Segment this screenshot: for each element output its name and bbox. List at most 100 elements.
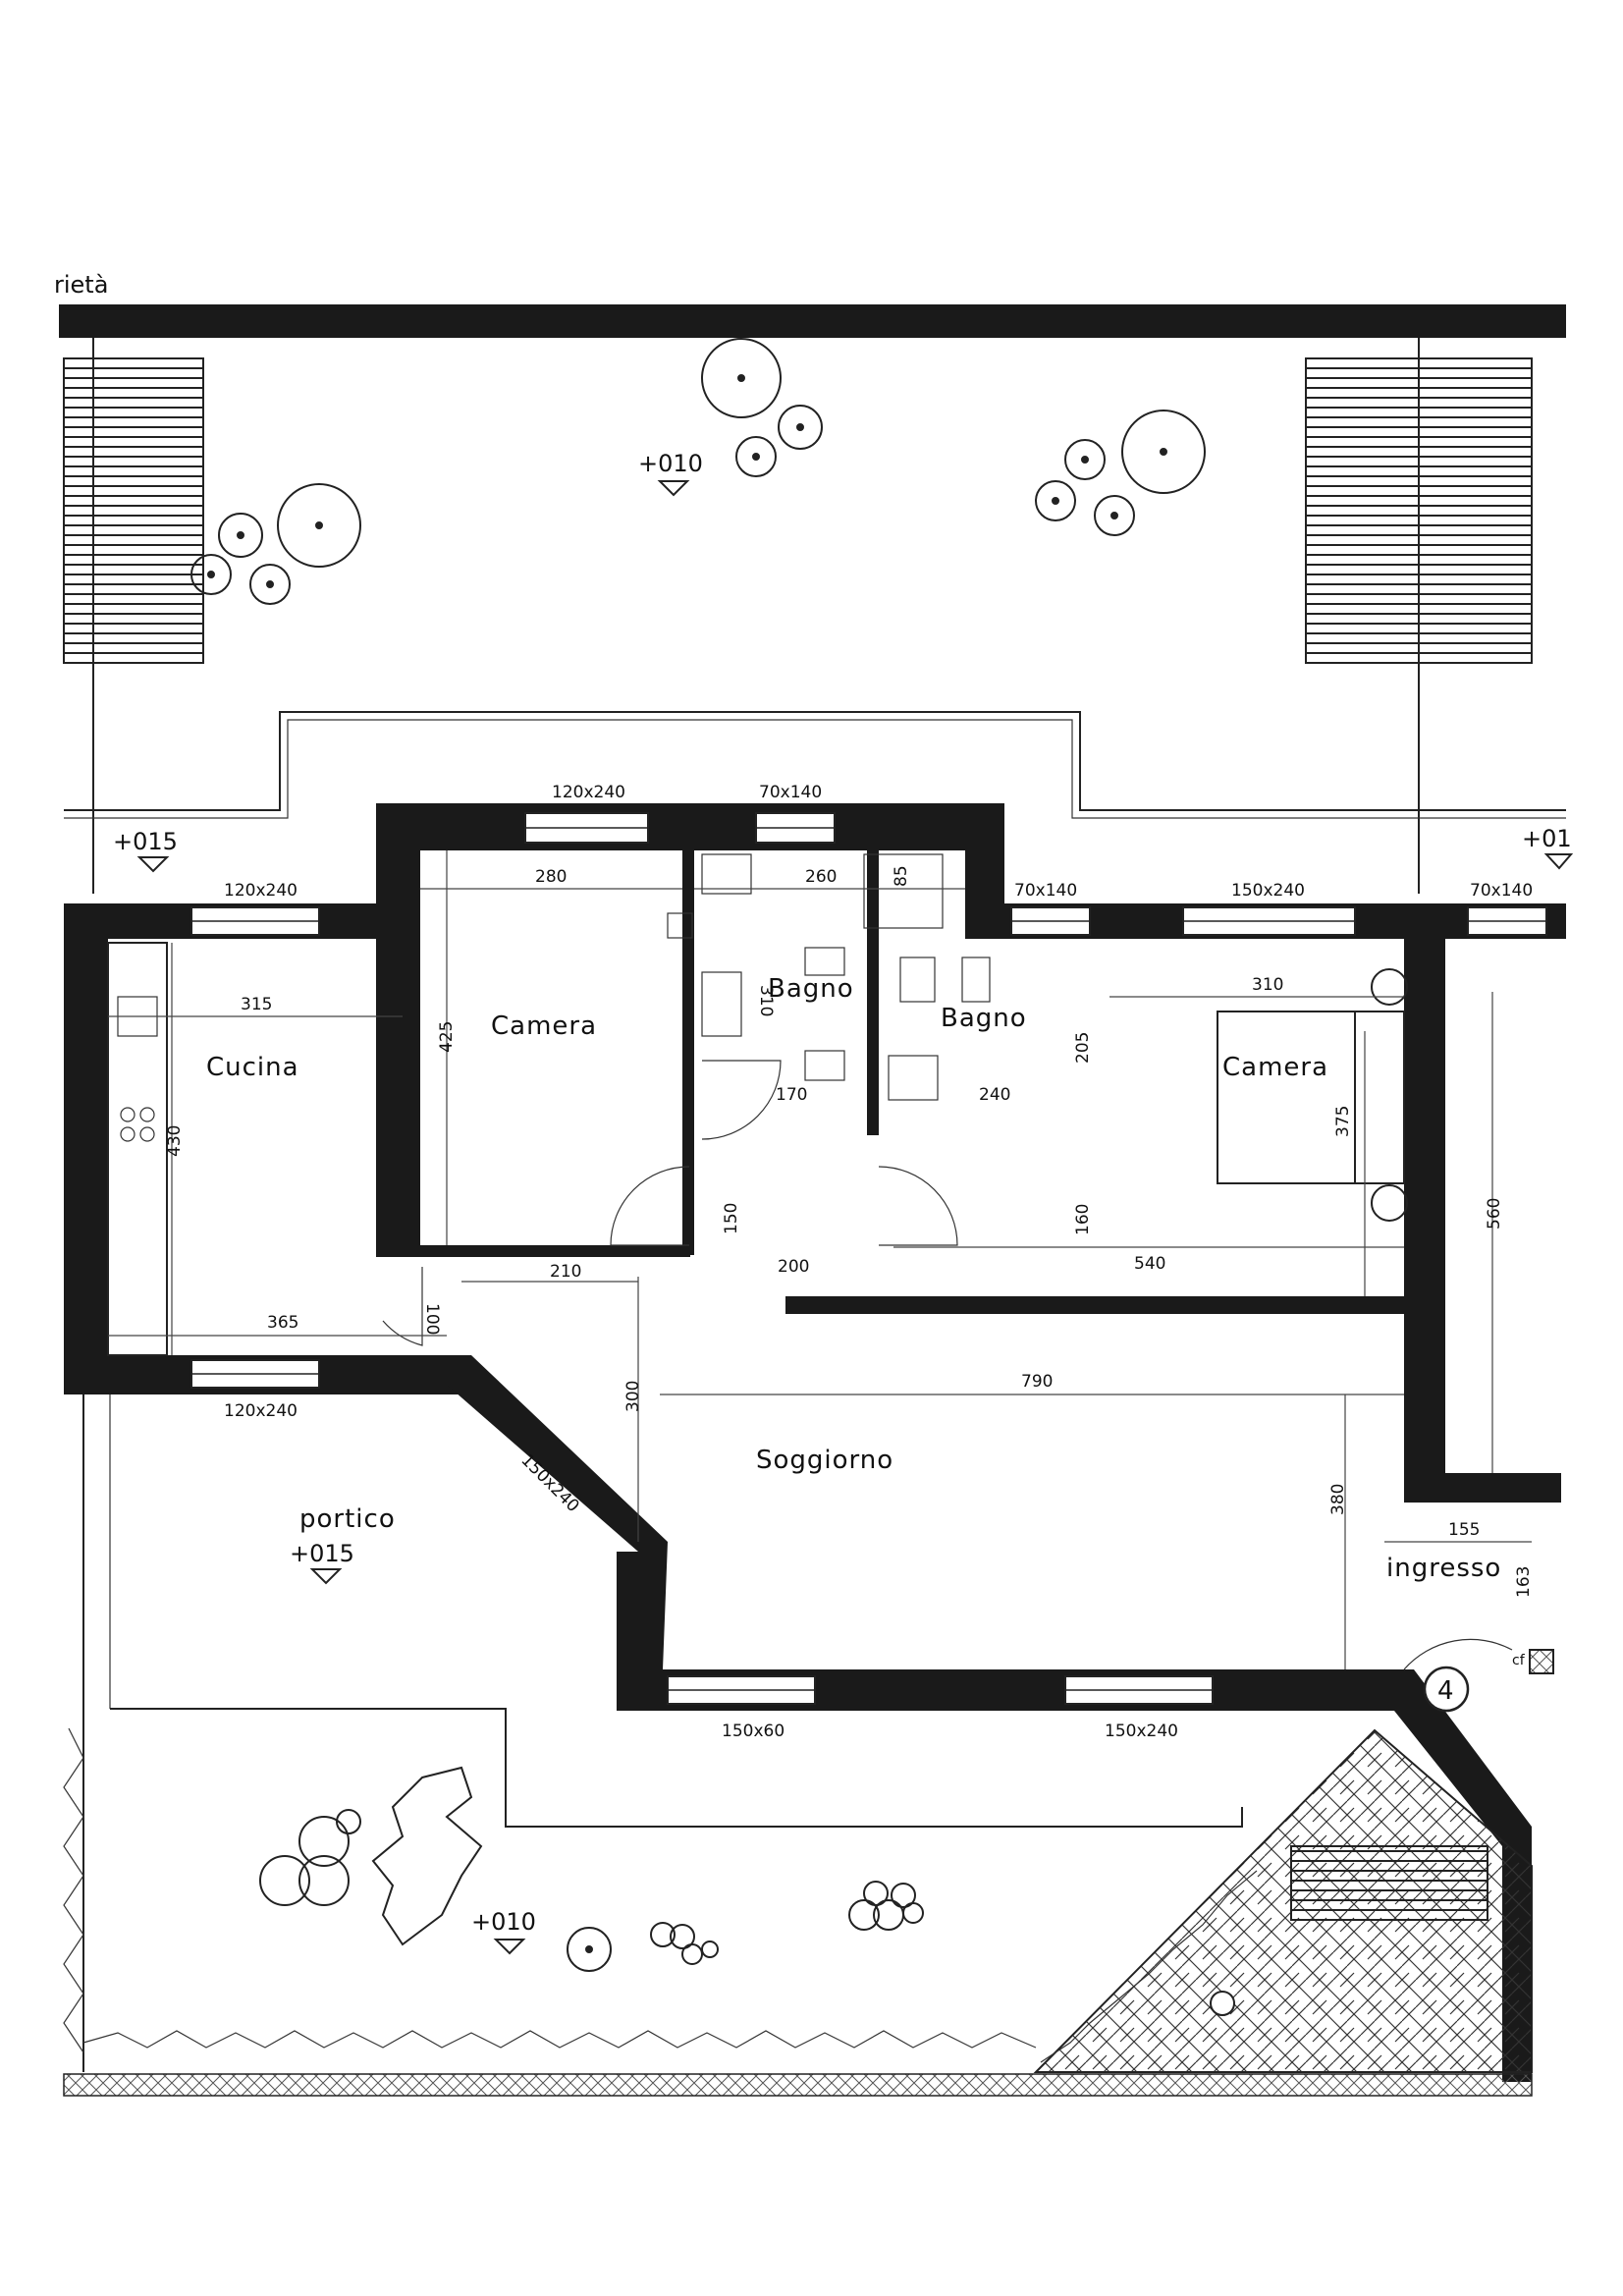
kitchen-counter (107, 942, 168, 1356)
room-label-portico: portico (299, 1504, 396, 1534)
room-label-soggiorno: Soggiorno (756, 1446, 893, 1475)
dim-375: 375 (1333, 1106, 1353, 1137)
window-cucina-south (190, 1359, 320, 1389)
tree-group-north-center (701, 338, 823, 477)
window-label-top-2: 70x140 (759, 783, 822, 802)
tree-group-north-left (190, 483, 361, 605)
wall-camera1-west (376, 803, 420, 1255)
door-swing-camera1 (610, 1166, 690, 1246)
room-label-bagno-1: Bagno (768, 974, 854, 1004)
window-label-bagno2: 70x140 (1014, 881, 1077, 901)
terrace-outline-north (64, 711, 1566, 811)
hedge-south (82, 2030, 1037, 2049)
bagno-2-fixtures (863, 853, 991, 1101)
entrance-marker (1423, 1666, 1470, 1713)
level-garden-south: +010 (471, 1908, 536, 1936)
window-label-right: 70x140 (1470, 881, 1533, 901)
dim-430: 430 (165, 1125, 185, 1157)
dim-310b: 310 (1252, 975, 1283, 995)
wall-ingresso-north (1404, 1473, 1561, 1503)
dim-155: 155 (1448, 1520, 1480, 1540)
dim-315: 315 (241, 995, 272, 1014)
dim-100: 100 (422, 1303, 442, 1335)
dim-365: 365 (267, 1313, 298, 1333)
dim-425: 425 (437, 1021, 457, 1053)
window-camera2 (1182, 906, 1356, 936)
level-marker-right (1543, 853, 1574, 870)
dim-240: 240 (979, 1085, 1010, 1105)
window-label-top-1: 120x240 (552, 783, 625, 802)
tree-group-south (259, 1809, 924, 1972)
door-swing-cucina (382, 1267, 423, 1346)
hedge-diagonal (1040, 1870, 1258, 2063)
door-swing-bagno1 (701, 1060, 782, 1140)
garden-outline-south (110, 1708, 1243, 1828)
cf-label: cf (1512, 1653, 1526, 1668)
dim-170: 170 (776, 1085, 807, 1105)
wall-corridor-south (785, 1296, 1404, 1314)
window-cucina-north (190, 906, 320, 936)
shrub-south (371, 1766, 483, 1946)
terrace-outline-north-inner (64, 719, 1566, 819)
door-swing-ingresso (1403, 1638, 1513, 1670)
boundary-wall-north (59, 304, 1566, 338)
window-label-soggiorno-2: 150x240 (1105, 1722, 1178, 1741)
bagno-1-fixtures (667, 853, 845, 1081)
window-top-1 (524, 812, 649, 844)
window-label-camera2: 150x240 (1231, 881, 1305, 901)
dim-280: 280 (535, 867, 567, 887)
wall-bagno-east (965, 803, 1004, 939)
dim-150: 150 (722, 1203, 741, 1234)
dim-380: 380 (1328, 1484, 1348, 1515)
tree-group-north-right (1035, 410, 1206, 536)
dim-300: 300 (623, 1381, 643, 1412)
dim-200: 200 (778, 1257, 809, 1277)
window-bagno2 (1010, 906, 1091, 936)
hedge-west (63, 1727, 84, 2053)
dim-85: 85 (892, 865, 911, 887)
room-label-ingresso: ingresso (1386, 1554, 1501, 1583)
level-right-terrace: +01 (1522, 825, 1572, 852)
boundary-south (63, 2073, 1533, 2097)
wall-west (64, 903, 108, 1375)
level-marker-portico (309, 1568, 343, 1585)
dim-210: 210 (550, 1262, 581, 1282)
window-label-cucina-south: 120x240 (224, 1401, 298, 1421)
wall-camera1-east (682, 850, 694, 1255)
room-label-cucina: Cucina (206, 1053, 299, 1082)
window-label-cucina-north: 120x240 (224, 881, 298, 901)
door-swing-corridor (878, 1166, 958, 1246)
room-label-bagno-2: Bagno (941, 1004, 1027, 1033)
dim-540: 540 (1134, 1254, 1165, 1274)
dim-560: 560 (1485, 1198, 1504, 1230)
wall-north-upper (376, 803, 1004, 850)
room-label-camera-2: Camera (1222, 1053, 1328, 1082)
room-label-camera-1: Camera (491, 1011, 597, 1041)
level-marker-north (657, 480, 690, 497)
level-marker-left (136, 856, 170, 873)
dim-790: 790 (1021, 1372, 1053, 1392)
paved-entrance (1033, 1728, 1533, 2073)
level-marker-south (493, 1939, 526, 1955)
window-right (1467, 906, 1547, 936)
pergola-panel-right (1305, 357, 1533, 664)
entrance-number: 4 (1437, 1676, 1454, 1706)
dim-160: 160 (1073, 1204, 1093, 1235)
drain-icon (1210, 1991, 1235, 2016)
cf-box (1529, 1649, 1554, 1674)
pergola-panel-south (1290, 1845, 1488, 1921)
header-fragment: rietà (54, 271, 108, 299)
dim-310a: 310 (756, 985, 776, 1016)
bed-icon (1217, 968, 1408, 1222)
level-portico: +015 (290, 1540, 354, 1567)
stove-icon (120, 1107, 155, 1142)
window-label-soggiorno-1: 150x60 (722, 1722, 784, 1741)
level-left-terrace: +015 (113, 828, 178, 855)
dim-260: 260 (805, 867, 837, 887)
window-top-2 (755, 812, 836, 844)
wall-camera2-east (1404, 939, 1445, 1489)
level-garden-north: +010 (638, 450, 703, 477)
wall-bagni-divider (867, 850, 879, 1135)
wall-camera1-south (376, 1245, 690, 1257)
